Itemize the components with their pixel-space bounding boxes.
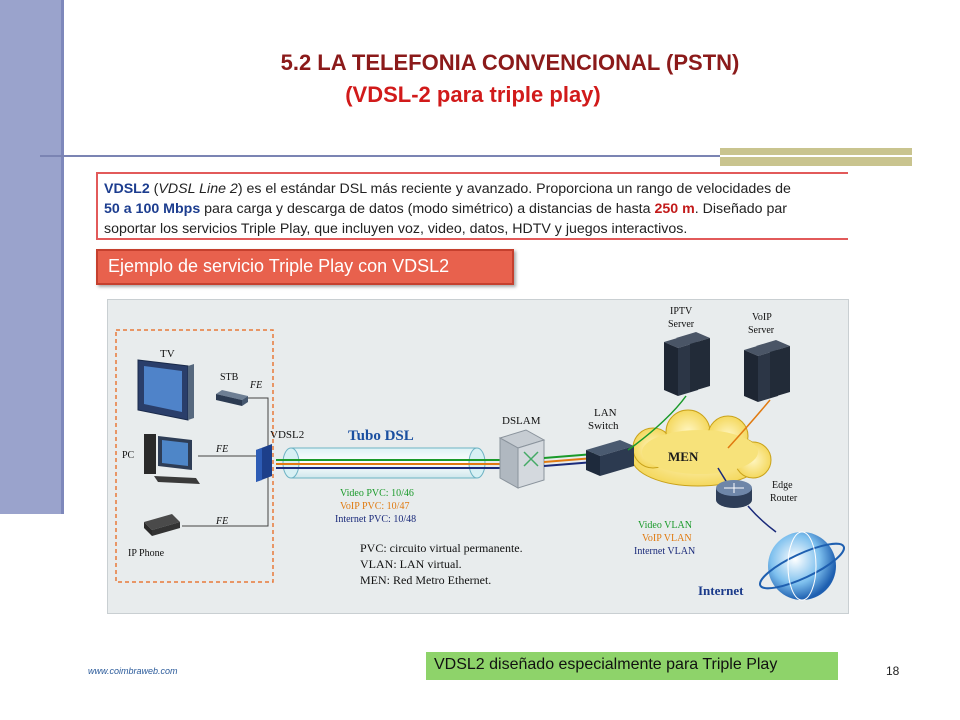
fe-label-phone: FE — [215, 516, 228, 527]
iptv-link — [627, 395, 687, 451]
voip-pvc-label: VoIP PVC: 10/47 — [340, 501, 409, 512]
video-pvc-label: Video PVC: 10/46 — [340, 488, 414, 499]
footer-url: www.coimbraweb.com — [88, 666, 178, 676]
voip-link — [727, 399, 771, 449]
edge-router-icon — [716, 480, 752, 508]
desc-term-italic: VDSL Line 2 — [158, 181, 238, 197]
tv-icon — [137, 359, 194, 421]
page-number: 18 — [886, 664, 900, 678]
desc-text: ( — [149, 181, 159, 197]
voip-vlan-label: VoIP VLAN — [642, 533, 692, 544]
example-banner: Ejemplo de servicio Triple Play con VDSL… — [96, 249, 514, 285]
edge-label: Edge — [772, 480, 793, 491]
dslam-icon — [498, 429, 546, 489]
desc-text: para carga y descarga de datos (modo sim… — [200, 201, 655, 217]
customer-premises-box — [115, 329, 274, 583]
dslam-lan-internet-link — [543, 461, 595, 467]
vdsl2-modem-icon — [256, 444, 272, 482]
lan-switch-icon — [586, 440, 634, 476]
ip-phone-icon — [79, 514, 180, 536]
lan-label: LAN — [594, 407, 617, 419]
pc-icon — [144, 434, 200, 484]
desc-speed: 50 a 100 Mbps — [104, 201, 201, 217]
iptv-label: IPTV — [670, 306, 693, 317]
desc-text: ) es el estándar DSL más reciente y avan… — [237, 181, 791, 197]
fe-label-tv: FE — [249, 380, 262, 391]
triple-play-diagram: TV STB FE PC FE IP Phone FE VDSL2 Tubo D… — [79, 299, 849, 614]
voip-label: VoIP — [752, 312, 772, 323]
desc-text: soportar los servicios Triple Play, que … — [104, 221, 688, 237]
title-divider — [40, 155, 912, 157]
internet-pvc-label: Internet PVC: 10/48 — [335, 514, 416, 525]
router-label: Router — [770, 493, 798, 504]
vlan-definition: VLAN: LAN virtual. — [360, 557, 462, 571]
men-cloud-icon — [631, 409, 772, 487]
voip-server-icon — [744, 340, 790, 402]
switch-label: Switch — [588, 420, 619, 432]
voip-server-label: Server — [748, 325, 775, 336]
olive-accent-block — [720, 148, 912, 166]
left-accent-bar — [0, 0, 64, 514]
stb-icon — [216, 390, 248, 406]
dslam-label: DSLAM — [502, 415, 541, 427]
dsl-tube-icon — [276, 447, 503, 479]
diagram-svg: TV STB FE PC FE IP Phone FE VDSL2 Tubo D… — [79, 306, 845, 601]
men-label: MEN — [668, 449, 699, 464]
desc-text: . Diseñado par — [694, 201, 787, 217]
slide-subtitle: (VDSL-2 para triple play) — [345, 82, 601, 107]
internet-globe-icon — [759, 531, 845, 601]
video-vlan-label: Video VLAN — [638, 520, 692, 531]
fe-link-phone — [182, 466, 269, 527]
stb-label: STB — [220, 372, 239, 383]
dslam-lan-voip-link — [543, 457, 595, 463]
desc-distance: 250 m — [654, 201, 695, 217]
men-definition: MEN: Red Metro Ethernet. — [360, 573, 491, 587]
vdsl2-label: VDSL2 — [270, 429, 304, 441]
slide-title: 5.2 LA TELEFONIA CONVENCIONAL (PSTN) — [280, 50, 740, 75]
desc-term: VDSL2 — [104, 181, 150, 197]
router-internet-link — [747, 505, 777, 533]
pc-label: PC — [122, 450, 135, 461]
internet-label: Internet — [698, 583, 744, 598]
fe-label-pc: FE — [215, 444, 228, 455]
pvc-definition: PVC: circuito virtual permanente. — [360, 541, 523, 555]
fe-link-tv — [248, 397, 269, 448]
internet-vlan-label: Internet VLAN — [634, 546, 695, 557]
tubo-dsl-label: Tubo DSL — [348, 428, 414, 444]
dslam-lan-video-link — [543, 453, 595, 459]
tv-label: TV — [160, 348, 175, 360]
description-box: VDSL2 (VDSL Line 2) es el estándar DSL m… — [96, 172, 848, 240]
ip-phone-label: IP Phone — [128, 548, 165, 559]
iptv-server-label: Server — [668, 319, 695, 330]
iptv-server-icon — [664, 332, 710, 396]
bottom-banner: VDSL2 diseñado especialmente para Triple… — [426, 652, 838, 680]
